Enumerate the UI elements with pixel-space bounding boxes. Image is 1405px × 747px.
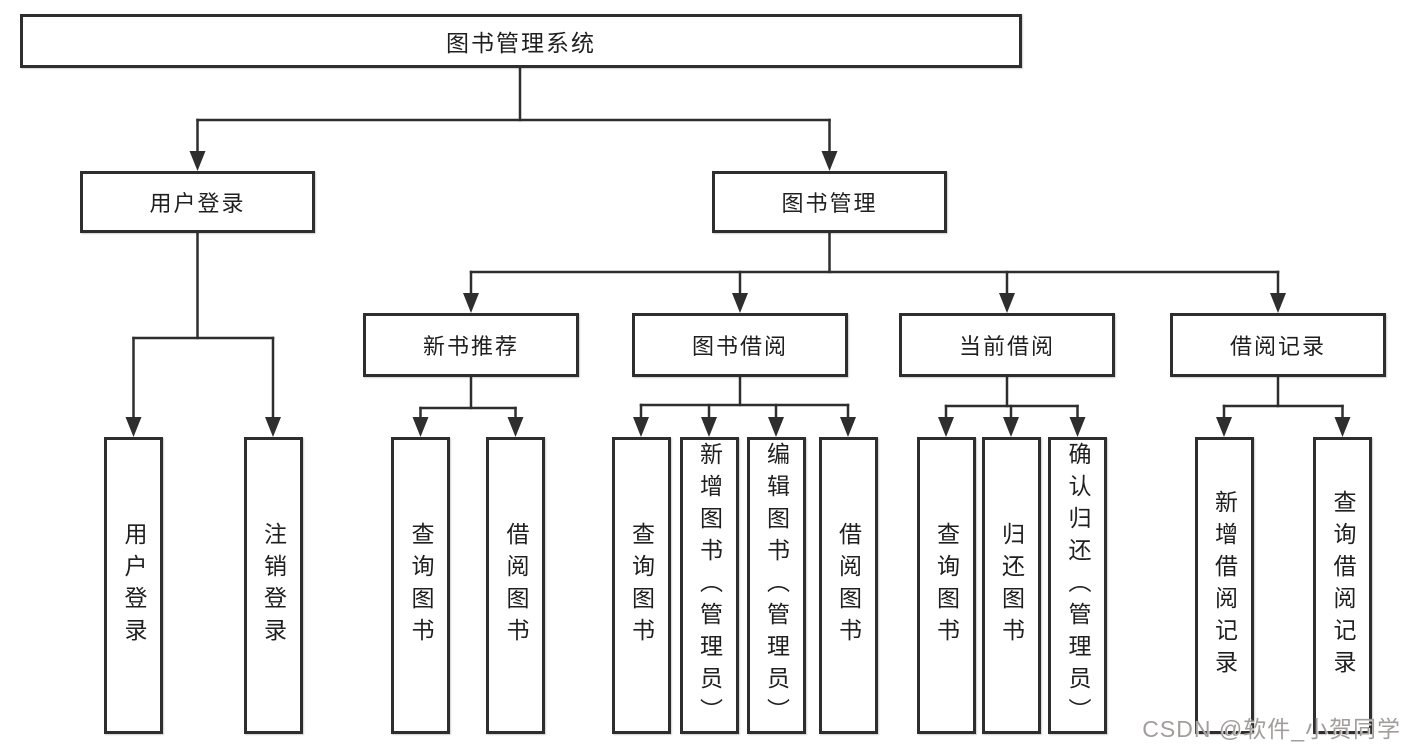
- node-user-login-branch: 用户登录: [80, 171, 315, 233]
- leaf-current-query-book: 查询图书: [916, 437, 976, 734]
- leaf-user-login-label: 用户登录: [121, 521, 147, 650]
- node-book-management-branch: 图书管理: [712, 171, 947, 233]
- node-new-book-recommend: 新书推荐: [363, 313, 579, 377]
- leaf-confirm-return-admin: 确认归还（管理员）: [1048, 437, 1107, 734]
- node-book-borrow: 图书借阅: [632, 313, 848, 377]
- leaf-return-book-label: 归还图书: [998, 521, 1025, 650]
- node-book-borrow-label: 图书借阅: [691, 334, 788, 359]
- leaf-borrow-book: 借阅图书: [818, 437, 878, 734]
- leaf-logout-label: 注销登录: [260, 521, 287, 650]
- leaf-add-book-admin-label: 新增图书（管理员）: [696, 441, 723, 730]
- leaf-query-borrow-record-label: 查询借阅记录: [1330, 489, 1356, 682]
- node-book-management-branch-label: 图书管理: [781, 191, 878, 216]
- leaf-logout: 注销登录: [243, 437, 303, 734]
- leaf-recommend-borrow-book-label: 借阅图书: [503, 521, 529, 650]
- leaf-confirm-return-admin-label: 确认归还（管理员）: [1065, 441, 1091, 730]
- leaf-recommend-borrow-book: 借阅图书: [486, 437, 545, 734]
- node-root: 图书管理系统: [20, 14, 1022, 68]
- leaf-recommend-query-book-label: 查询图书: [408, 521, 434, 650]
- leaf-add-book-admin: 新增图书（管理员）: [679, 437, 739, 734]
- leaf-edit-book-admin-label: 编辑图书（管理员）: [763, 441, 790, 730]
- leaf-return-book: 归还图书: [981, 437, 1041, 734]
- node-current-borrow: 当前借阅: [899, 313, 1115, 377]
- leaf-borrow-query-book: 查询图书: [611, 437, 671, 734]
- arrowheads: [125, 151, 1351, 437]
- node-user-login-branch-label: 用户登录: [149, 191, 246, 216]
- leaf-borrow-book-label: 借阅图书: [835, 521, 862, 650]
- leaf-add-borrow-record-label: 新增借阅记录: [1211, 489, 1238, 682]
- node-new-book-recommend-label: 新书推荐: [422, 334, 519, 359]
- leaf-current-query-book-label: 查询图书: [933, 521, 960, 650]
- leaf-user-login: 用户登录: [104, 437, 163, 734]
- node-borrow-records-label: 借阅记录: [1229, 334, 1326, 359]
- node-current-borrow-label: 当前借阅: [958, 334, 1055, 359]
- node-root-label: 图书管理系统: [446, 30, 596, 56]
- leaf-query-borrow-record: 查询借阅记录: [1313, 437, 1372, 734]
- leaf-edit-book-admin: 编辑图书（管理员）: [746, 437, 806, 734]
- leaf-recommend-query-book: 查询图书: [391, 437, 450, 734]
- node-borrow-records: 借阅记录: [1170, 313, 1386, 377]
- leaf-add-borrow-record: 新增借阅记录: [1194, 437, 1254, 734]
- leaf-borrow-query-book-label: 查询图书: [628, 521, 655, 650]
